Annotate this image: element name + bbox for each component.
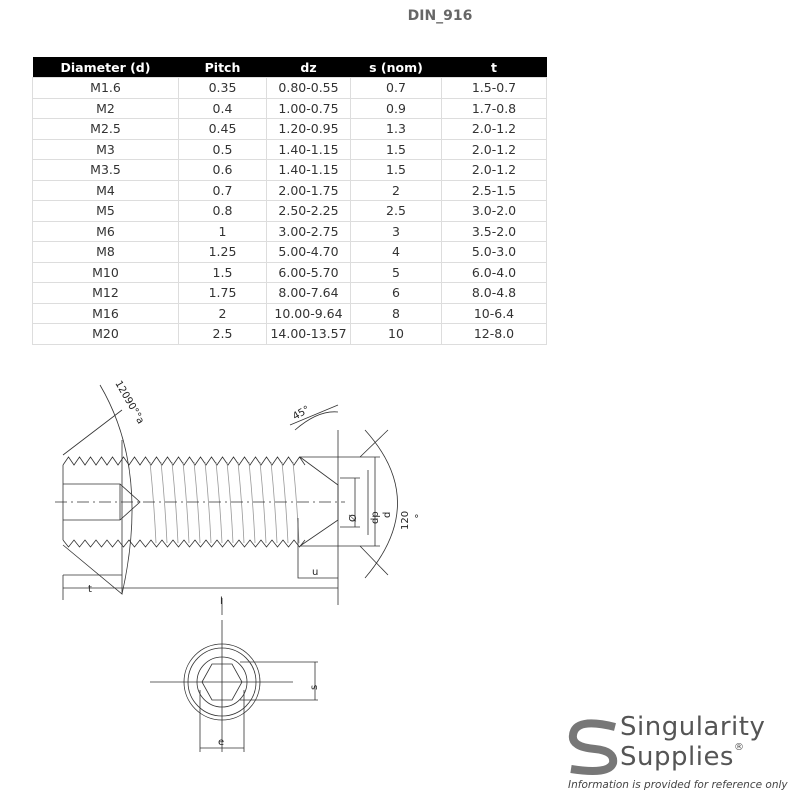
logo-s-icon <box>568 719 618 775</box>
table-cell: 1.75 <box>178 282 267 304</box>
dp-label: dp <box>370 511 381 524</box>
arc-120 <box>364 429 398 579</box>
table-cell: 1.40-1.15 <box>266 138 351 160</box>
thread-line <box>292 461 300 544</box>
arc-a <box>99 384 133 595</box>
thread-line <box>248 461 256 544</box>
table-cell: 0.7 <box>350 77 442 99</box>
thread-line <box>149 461 157 544</box>
angle-a-label: 12090°°a <box>112 379 146 426</box>
table-cell: 2.50-2.25 <box>266 200 351 222</box>
table-cell: 0.80-0.55 <box>266 77 351 99</box>
column-header: Pitch <box>178 57 267 78</box>
thread-line <box>281 461 289 544</box>
s-label: s <box>309 685 320 690</box>
page-title: DIN_916 <box>407 8 473 24</box>
table-cell: 10 <box>350 323 442 345</box>
table-cell: 0.9 <box>350 97 442 119</box>
table-cell: 8.0-4.8 <box>441 282 547 304</box>
thread-line <box>204 461 212 544</box>
u-label: u <box>312 567 318 578</box>
table-cell: 2.0-1.2 <box>441 159 547 181</box>
table-cell: 1.5 <box>350 159 442 181</box>
angle-120-label: 120 <box>400 511 411 530</box>
e-label: e <box>218 737 224 748</box>
logo-text-line2: Supplies® <box>620 742 744 772</box>
table-cell: 0.7 <box>178 179 267 201</box>
arc-45 <box>294 411 339 431</box>
logo-text-line1: Singularity <box>620 712 766 742</box>
degree-label: ° <box>414 514 419 525</box>
table-cell: 2.5 <box>178 323 267 345</box>
table-cell: 1.40-1.15 <box>266 159 351 181</box>
table-cell: 12-8.0 <box>441 323 547 345</box>
dz-label: Ø <box>347 514 359 522</box>
dog-point <box>299 456 339 547</box>
column-header: t <box>441 57 547 78</box>
column-header: s (nom) <box>350 57 442 78</box>
thread-line <box>215 461 223 544</box>
company-logo <box>565 712 620 777</box>
thread-line <box>237 461 245 544</box>
table-cell: M10 <box>32 261 179 283</box>
column-header: Diameter (d) <box>32 57 179 78</box>
thread-line <box>160 461 168 544</box>
table-cell: 0.8 <box>178 200 267 222</box>
l-label: l <box>220 596 223 607</box>
table-cell: 10.00-9.64 <box>266 302 351 324</box>
table-cell: 0.5 <box>178 138 267 160</box>
thread-edge <box>62 456 306 466</box>
thread-edge <box>62 539 306 548</box>
end-view <box>150 620 318 752</box>
thread-line <box>259 461 267 544</box>
d-label: d <box>382 512 393 518</box>
table-cell: 6.00-5.70 <box>266 261 351 283</box>
logo-text-supplies: Supplies <box>620 742 734 772</box>
thread-line <box>270 461 278 544</box>
t-label: t <box>88 584 92 595</box>
screw-outline <box>62 465 141 540</box>
table-cell: 1.5 <box>350 138 442 160</box>
thread-line <box>226 461 234 544</box>
table-cell: 5.00-4.70 <box>266 241 351 263</box>
registered-mark: ® <box>733 742 745 753</box>
thread-line <box>182 461 190 544</box>
disclaimer: Information is provided for reference on… <box>568 779 788 791</box>
dim-lines <box>62 404 389 605</box>
table-cell: 0.35 <box>178 77 267 99</box>
thread-line <box>193 461 201 544</box>
column-header: dz <box>266 57 351 78</box>
table-cell: 2.5-1.5 <box>441 179 547 201</box>
table-cell: 6.0-4.0 <box>441 261 547 283</box>
thread-line <box>171 461 179 544</box>
table-cell: M20 <box>32 323 179 345</box>
